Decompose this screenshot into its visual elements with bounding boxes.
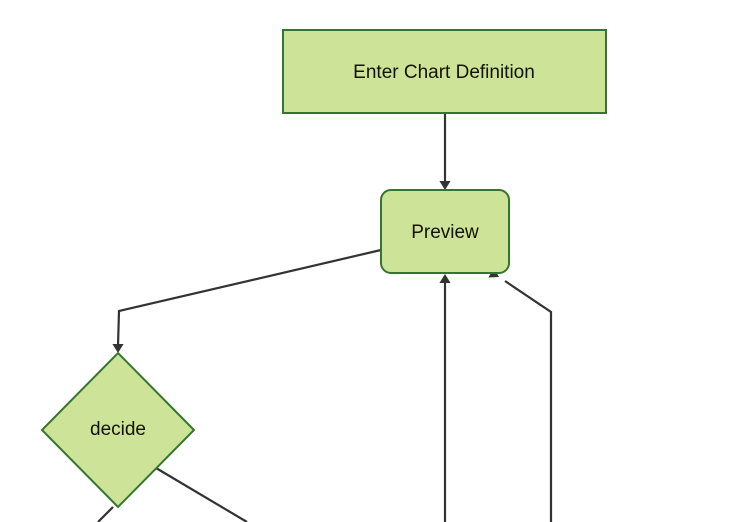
node-decide-shape [40, 351, 196, 509]
node-enter-chart-definition-label: Enter Chart Definition [353, 62, 535, 83]
edges-layer [97, 113, 553, 522]
node-preview[interactable]: Preview [380, 189, 510, 274]
node-preview-label: Preview [411, 222, 479, 243]
node-enter-chart-definition-shape [282, 29, 607, 114]
arrowhead-into-decide-top [112, 344, 124, 353]
arrowhead-into-preview-top [439, 181, 451, 190]
edge-decide-out-right [155, 467, 248, 522]
edge-preview-to-decide [116, 248, 382, 347]
arrowhead-into-preview-bottom [439, 274, 451, 283]
node-preview-shape [380, 189, 510, 274]
node-decide[interactable]: decide [40, 351, 196, 509]
node-enter-chart-definition[interactable]: Enter Chart Definition [282, 29, 607, 114]
edge-decide-out-left [97, 506, 114, 522]
edge-return-to-preview-right [504, 280, 553, 522]
node-decide-label: decide [90, 419, 146, 440]
